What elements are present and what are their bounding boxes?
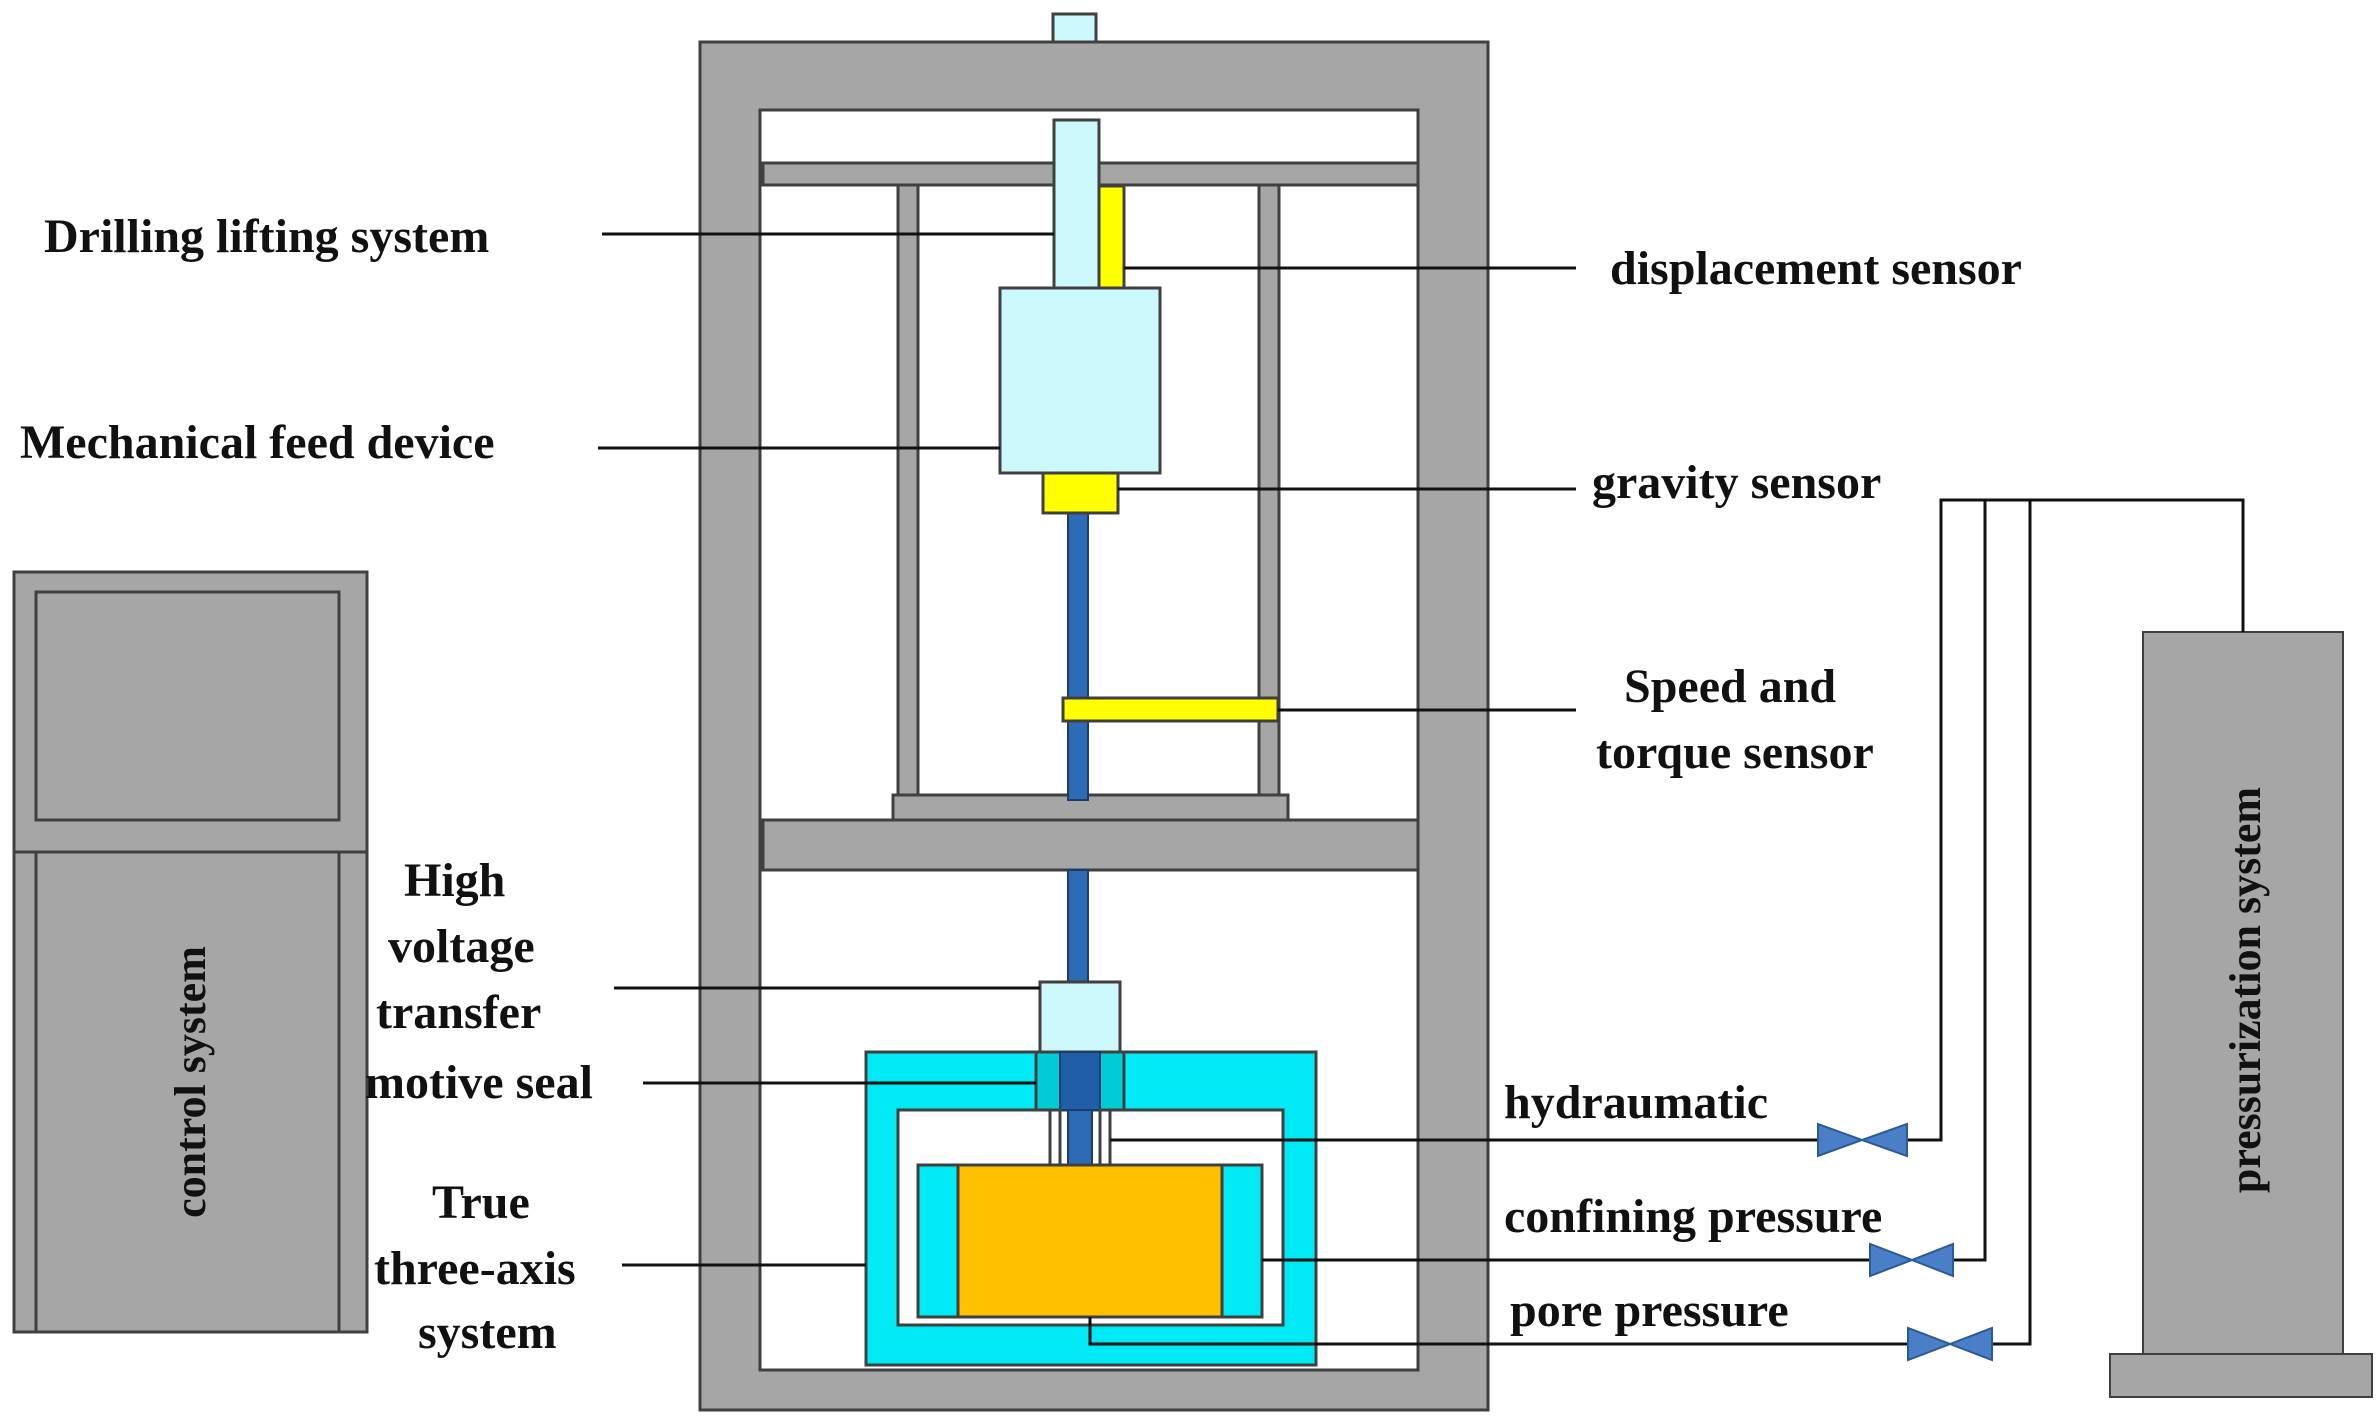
control-system-cabinet xyxy=(12,570,369,1334)
tank-base xyxy=(2109,1353,2373,1398)
pipe-pore-return xyxy=(1992,500,2032,1346)
pipe-confining-return xyxy=(1953,500,1987,1262)
frame-outer xyxy=(698,40,1490,1412)
leader-lines xyxy=(598,232,1576,1267)
label-mechanical-feed: Mechanical feed device xyxy=(20,416,495,469)
pressurization-tank xyxy=(2109,631,2373,1398)
label-drilling-lifting: Drilling lifting system xyxy=(44,210,489,263)
top-cap xyxy=(1051,12,1098,44)
label-high-voltage-2: voltage xyxy=(388,920,535,973)
displacement-sensor-block xyxy=(1097,184,1126,290)
drill-bit xyxy=(1067,1109,1093,1166)
label-high-voltage-1: High xyxy=(404,854,505,907)
label-true-axis-3: system xyxy=(418,1306,557,1359)
label-gravity-sensor: gravity sensor xyxy=(1592,456,1881,509)
label-hydraumatic: hydraumatic xyxy=(1504,1076,1768,1129)
drill-rod-upper xyxy=(1067,499,1089,801)
mechanical-feed-box xyxy=(998,286,1162,475)
pipe-hydraumatic-return xyxy=(1907,498,2245,1142)
seal-finger-right xyxy=(1098,1108,1112,1167)
text-labels: Drilling lifting system Mechanical feed … xyxy=(20,210,2270,1359)
left-platen xyxy=(916,1163,960,1319)
drill-assembly xyxy=(998,118,1280,1054)
cabinet-screen xyxy=(34,590,341,822)
label-speed-torque-1: Speed and xyxy=(1624,660,1836,713)
tank-body xyxy=(2142,631,2344,1355)
label-true-axis-2: three-axis xyxy=(374,1242,576,1295)
valve-pore xyxy=(1907,1326,1993,1362)
drilling-lifting-column xyxy=(1052,118,1101,290)
valves xyxy=(1817,1122,1993,1362)
label-control-system: control system xyxy=(166,946,215,1218)
label-high-voltage-3: transfer xyxy=(376,986,541,1039)
seal-core xyxy=(1059,1051,1101,1111)
seal-finger-left xyxy=(1048,1108,1062,1167)
label-confining-pressure: confining pressure xyxy=(1504,1190,1882,1243)
label-pressurization-system: pressurization system xyxy=(2221,787,2270,1193)
drill-rod-lower xyxy=(1067,869,1089,983)
left-column xyxy=(896,183,920,797)
label-true-axis-1: True xyxy=(432,1176,530,1229)
valve-hydraumatic xyxy=(1817,1122,1908,1158)
high-voltage-transfer-box xyxy=(1038,980,1122,1054)
middle-crossbeam xyxy=(761,818,1420,872)
pipes xyxy=(1088,498,2245,1346)
label-pore-pressure: pore pressure xyxy=(1510,1284,1789,1337)
column-base-plate xyxy=(891,793,1290,822)
label-motive-seal: motive seal xyxy=(365,1056,593,1109)
valve-confining xyxy=(1869,1242,1954,1278)
right-platen xyxy=(1220,1163,1264,1319)
pipe-pore xyxy=(1088,1317,1908,1346)
gravity-sensor-block xyxy=(1041,471,1120,515)
torque-sensor-bar xyxy=(1061,696,1280,723)
label-displacement-sensor: displacement sensor xyxy=(1610,242,2022,295)
rock-specimen xyxy=(956,1163,1224,1319)
label-speed-torque-2: torque sensor xyxy=(1596,726,1874,779)
